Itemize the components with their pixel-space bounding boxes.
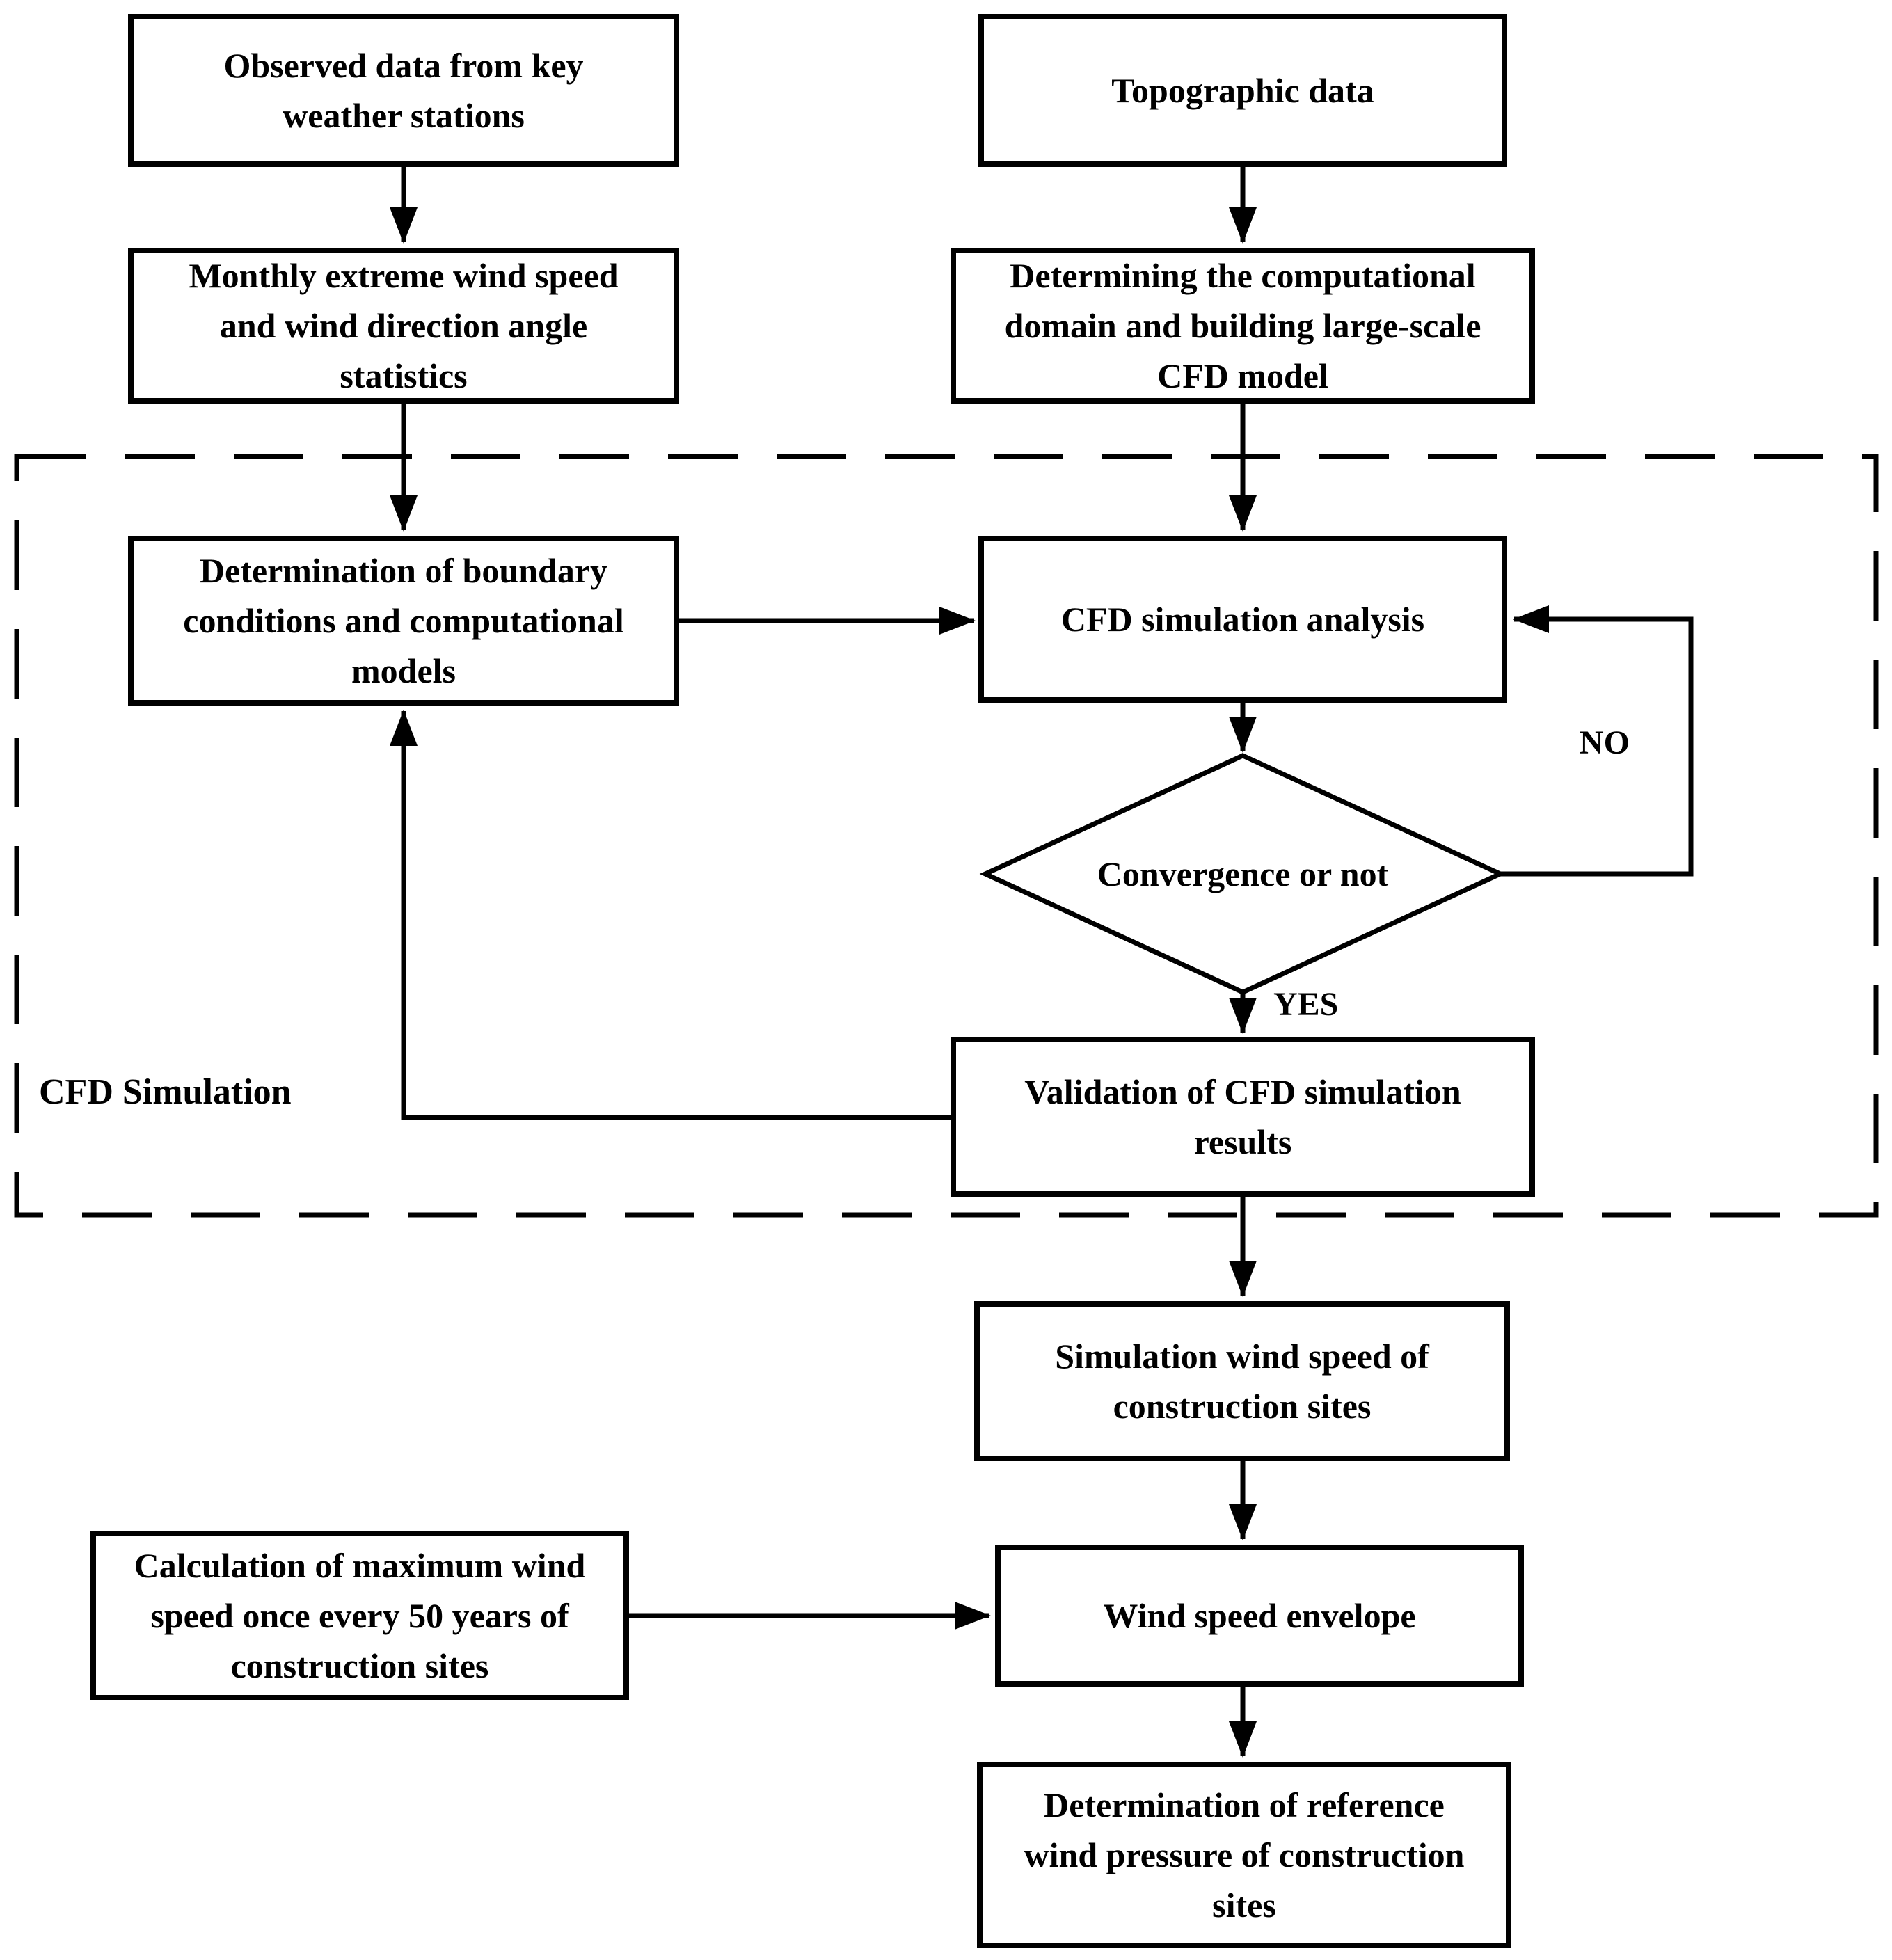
node-topographic-data-text: Topographic data: [1111, 71, 1374, 110]
node-observed-data: Observed data from key weather stations: [128, 14, 679, 167]
node-convergence-text: Convergence or not: [1097, 854, 1389, 893]
cfd-simulation-region-label: CFD Simulation: [39, 1072, 292, 1112]
edge-label-no: NO: [1580, 724, 1630, 761]
node-monthly-stats: Monthly extreme wind speed and wind dire…: [128, 248, 679, 404]
node-boundary-conditions-text: Determination of boundary conditions and…: [183, 551, 624, 690]
node-reference-wind-pressure-text: Determination of reference wind pressure…: [1024, 1785, 1465, 1925]
node-computational-domain: Determining the computational domain and…: [951, 248, 1535, 404]
node-reference-wind-pressure: Determination of reference wind pressure…: [977, 1762, 1511, 1948]
arrow-no-loop-to-cfd-analysis: [1500, 605, 1694, 877]
node-validation-text: Validation of CFD simulation results: [1024, 1072, 1461, 1161]
node-cfd-analysis: CFD simulation analysis: [978, 536, 1507, 703]
node-computational-domain-text: Determining the computational domain and…: [1004, 256, 1481, 395]
node-boundary-conditions: Determination of boundary conditions and…: [128, 536, 679, 706]
node-simulation-wind-speed: Simulation wind speed of construction si…: [974, 1301, 1510, 1461]
node-convergence-label: Convergence or not: [985, 756, 1500, 992]
edge-label-yes: YES: [1273, 986, 1339, 1023]
node-wind-speed-envelope: Wind speed envelope: [995, 1545, 1524, 1687]
node-wind-speed-envelope-text: Wind speed envelope: [1103, 1596, 1416, 1635]
node-validation: Validation of CFD simulation results: [951, 1037, 1535, 1197]
node-max-wind-speed: Calculation of maximum wind speed once e…: [90, 1531, 629, 1700]
node-simulation-wind-speed-text: Simulation wind speed of construction si…: [1055, 1337, 1429, 1426]
node-topographic-data: Topographic data: [978, 14, 1507, 167]
convergence-diamond-shape: [979, 753, 1507, 995]
node-max-wind-speed-text: Calculation of maximum wind speed once e…: [134, 1546, 586, 1685]
cfd-simulation-region-border: [14, 454, 1879, 1218]
arrow-validation-return-to-boundary: [390, 710, 951, 1120]
node-cfd-analysis-text: CFD simulation analysis: [1060, 600, 1425, 639]
node-observed-data-text: Observed data from key weather stations: [223, 46, 584, 135]
node-monthly-stats-text: Monthly extreme wind speed and wind dire…: [189, 256, 619, 395]
